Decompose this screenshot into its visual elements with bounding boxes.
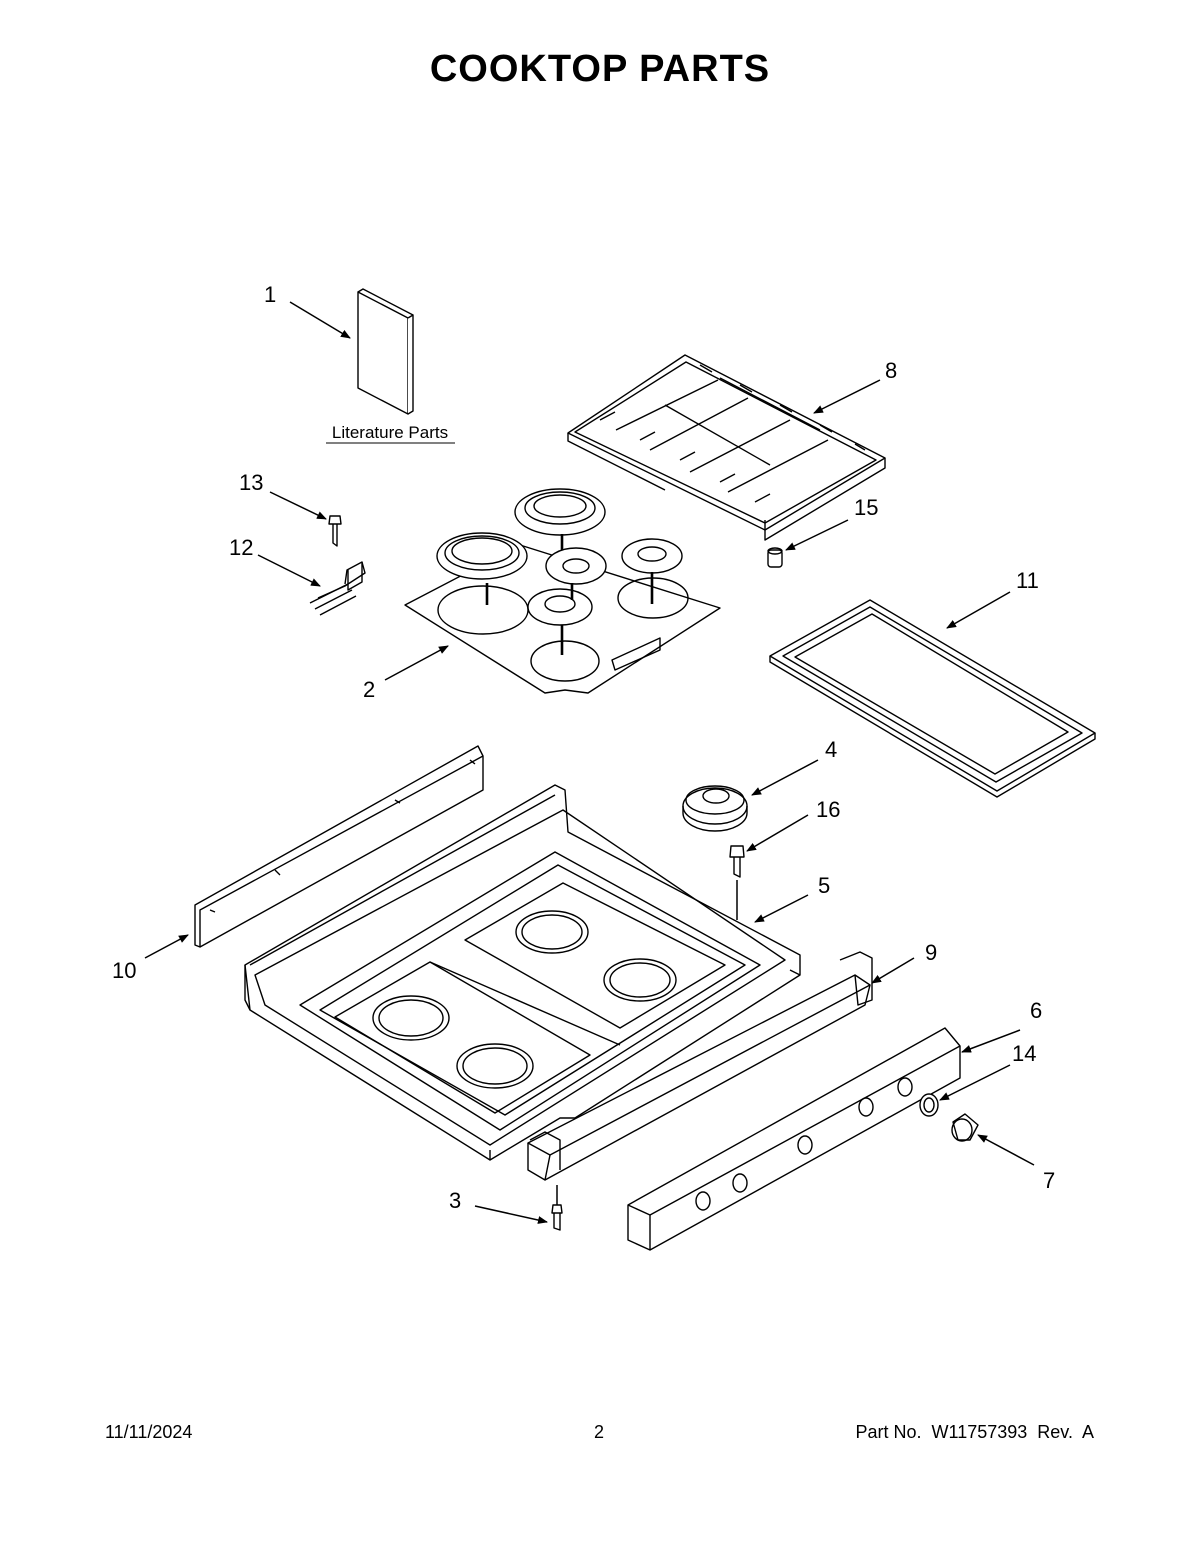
callout-3: 3: [449, 1188, 461, 1213]
callout-5: 5: [818, 873, 830, 898]
callout-7: 7: [1043, 1168, 1055, 1193]
callout-4: 4: [825, 737, 837, 762]
burner-base-4: [682, 785, 748, 832]
screw-13: [328, 515, 342, 547]
literature-booklet: [357, 288, 414, 415]
callout-9: 9: [925, 940, 937, 965]
knob-7: [951, 1113, 979, 1142]
cap-15: [767, 547, 783, 568]
callout-11: 11: [1016, 568, 1039, 593]
callout-13: 13: [239, 470, 263, 495]
back-panel-10: [194, 745, 484, 948]
bracket-12: [309, 561, 366, 616]
control-panel-6: [627, 1027, 961, 1251]
footer-part-number: Part No. W11757393 Rev. A: [855, 1422, 1094, 1442]
screw-16: [729, 845, 745, 878]
callout-2: 2: [363, 677, 375, 702]
callout-14: 14: [1012, 1041, 1036, 1066]
callout-numbers: 1 2 3 4 5 6 7 8 9 10 11 12 13 14 15 16: [112, 282, 1055, 1213]
page-title: COOKTOP PARTS: [429, 48, 771, 90]
burner-caps-and-surface: [404, 488, 721, 694]
screw-3: [551, 1204, 563, 1231]
callout-1: 1: [264, 282, 276, 307]
callout-16: 16: [816, 797, 840, 822]
callout-15: 15: [854, 495, 878, 520]
callout-12: 12: [229, 535, 253, 560]
front-bracket-9: [527, 951, 873, 1181]
literature-label: Literature Parts: [332, 423, 448, 442]
callout-8: 8: [885, 358, 897, 383]
griddle-11: [769, 599, 1096, 798]
bezel-14: [919, 1093, 939, 1117]
footer-date: 11/11/2024: [105, 1422, 193, 1442]
callout-6: 6: [1030, 998, 1042, 1023]
footer-page-number: 2: [594, 1422, 605, 1442]
burner-grates: [567, 354, 886, 541]
callout-10: 10: [112, 958, 136, 983]
main-tray-5: [244, 784, 801, 1161]
leader-lines: [144, 301, 1035, 1224]
